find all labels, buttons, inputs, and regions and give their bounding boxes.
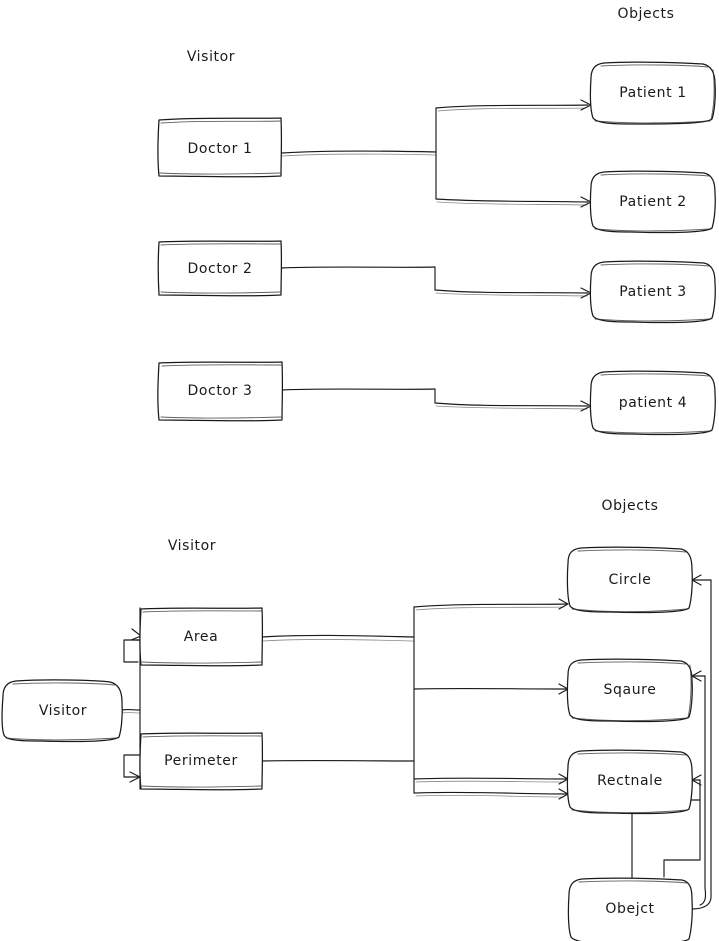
edge-area-trunk	[261, 606, 415, 696]
node-patient-4[interactable]: patient 4	[589, 370, 716, 436]
node-label-perimeter: Perimeter	[164, 753, 238, 769]
edge-area-to-circle	[413, 598, 569, 611]
edge-perimeter-trunk	[261, 694, 415, 794]
group-label-bottom-visitor: Visitor	[168, 538, 216, 554]
node-label-patient-3: Patient 3	[619, 284, 687, 300]
node-obejct[interactable]: Obejct	[567, 877, 693, 941]
node-patient-2[interactable]: Patient 2	[589, 170, 716, 234]
node-doctor-1[interactable]: Doctor 1	[157, 117, 283, 178]
node-circle[interactable]: Circle	[566, 546, 693, 614]
node-area[interactable]: Area	[139, 607, 264, 667]
node-label-sqaure: Sqaure	[604, 682, 657, 698]
node-label-rectnale: Rectnale	[597, 773, 663, 789]
node-patient-1[interactable]: Patient 1	[589, 61, 716, 125]
node-label-doctor-2: Doctor 2	[187, 261, 252, 277]
edge-to-rectnale-lower	[413, 788, 569, 800]
node-label-visitor-root: Visitor	[39, 703, 87, 719]
edge-visitor-to-perimeter	[123, 754, 141, 783]
edge-area-to-sqaure	[413, 683, 569, 695]
node-label-area: Area	[184, 629, 219, 645]
node-rectnale[interactable]: Rectnale	[566, 749, 693, 815]
group-label-top-objects: Objects	[617, 6, 674, 22]
node-label-patient-2: Patient 2	[619, 194, 687, 210]
edge-doctor3-to-patient4	[281, 388, 592, 412]
node-label-obejct: Obejct	[605, 901, 654, 917]
node-visitor-root[interactable]: Visitor	[1, 679, 123, 743]
edge-visitor-branch	[121, 607, 141, 790]
edge-to-rectnale-upper	[413, 773, 569, 785]
node-perimeter[interactable]: Perimeter	[139, 732, 264, 791]
node-doctor-2[interactable]: Doctor 2	[157, 240, 283, 297]
node-label-circle: Circle	[609, 572, 652, 588]
group-label-bottom-objects: Objects	[601, 498, 658, 514]
node-patient-3[interactable]: Patient 3	[589, 260, 716, 324]
group-label-top-visitor: Visitor	[187, 49, 235, 65]
node-label-doctor-1: Doctor 1	[187, 141, 252, 157]
edge-obejct-to-sqaure	[691, 670, 707, 906]
edge-doctor1-to-patient1	[281, 99, 592, 157]
node-label-patient-4: patient 4	[619, 395, 688, 411]
edge-visitor-to-area	[123, 628, 142, 663]
edge-obejct-to-circle	[691, 574, 712, 910]
node-label-doctor-3: Doctor 3	[187, 383, 252, 399]
edge-doctor1-to-patient2	[435, 151, 592, 208]
edge-doctor2-to-patient3	[281, 266, 592, 299]
node-doctor-3[interactable]: Doctor 3	[157, 361, 284, 422]
node-sqaure[interactable]: Sqaure	[566, 658, 693, 723]
node-label-patient-1: Patient 1	[619, 85, 687, 101]
